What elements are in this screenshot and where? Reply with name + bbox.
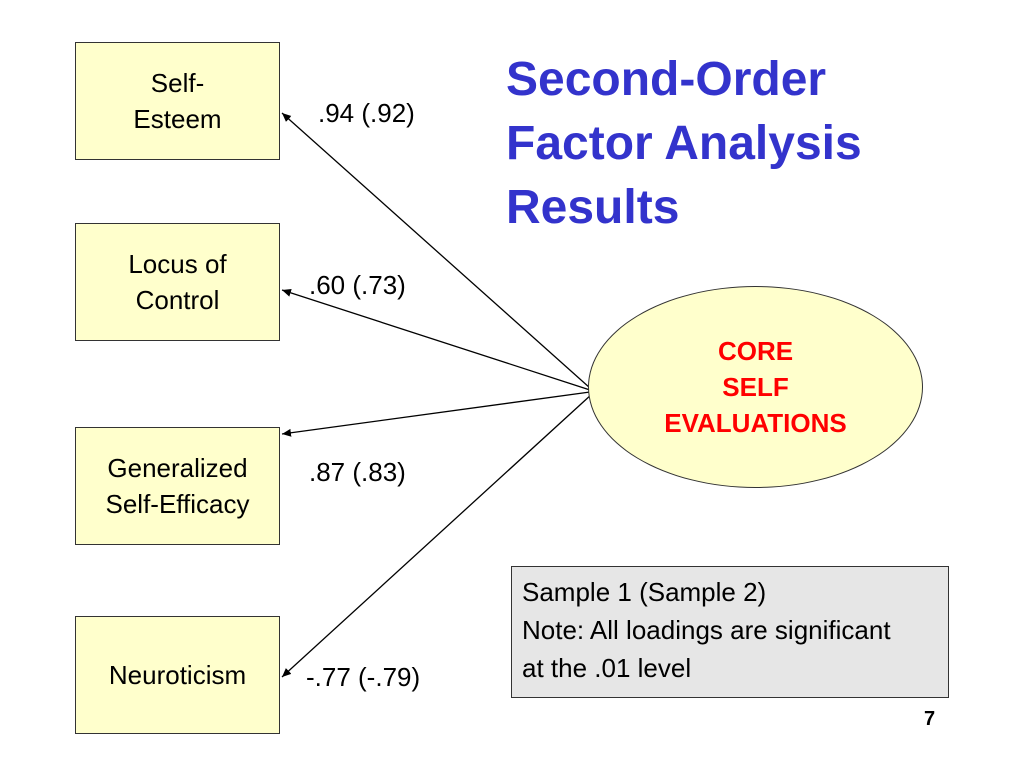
indicator-box-neuroticism: Neuroticism bbox=[75, 616, 280, 734]
factor-label-line-1: CORE bbox=[717, 336, 794, 366]
note-line-1: Sample 1 (Sample 2) bbox=[522, 577, 767, 607]
factor-ellipse-core-self-evaluations: CORE SELF EVALUATIONS bbox=[588, 286, 923, 488]
arrow-to-neuroticism bbox=[281, 393, 593, 678]
loading-locus-of-control: .60 (.73) bbox=[309, 270, 406, 300]
page-number: 7 bbox=[924, 708, 936, 730]
arrow-to-self-esteem bbox=[281, 112, 591, 389]
slide-title: Second-Order Factor Analysis Results bbox=[506, 48, 1006, 240]
note-box: Sample 1 (Sample 2) Note: All loadings a… bbox=[511, 566, 949, 698]
title-line-1: Second-Order bbox=[506, 53, 827, 106]
indicator-label: Locus of bbox=[128, 249, 227, 279]
factor-label-line-2: SELF bbox=[722, 372, 789, 402]
note-line-3: at the .01 level bbox=[522, 653, 692, 683]
factor-label-line-3: EVALUATIONS bbox=[664, 408, 847, 438]
loading-generalized-self-efficacy: .87 (.83) bbox=[309, 457, 406, 487]
indicator-box-self-esteem: Self- Esteem bbox=[75, 42, 280, 160]
note-line-2: Note: All loadings are significant bbox=[522, 615, 891, 645]
indicator-label: Generalized bbox=[107, 453, 248, 483]
indicator-label: Esteem bbox=[133, 104, 222, 134]
indicator-box-locus-of-control: Locus of Control bbox=[75, 223, 280, 341]
title-line-3: Results bbox=[506, 181, 680, 234]
loading-self-esteem: .94 (.92) bbox=[318, 98, 415, 128]
indicator-label: Self- bbox=[150, 68, 205, 98]
indicator-label: Control bbox=[135, 285, 220, 315]
arrow-to-generalized-self-efficacy bbox=[281, 391, 591, 437]
indicator-box-generalized-self-efficacy: Generalized Self-Efficacy bbox=[75, 427, 280, 545]
indicator-label: Neuroticism bbox=[108, 660, 247, 690]
title-line-2: Factor Analysis bbox=[506, 117, 862, 170]
loading-neuroticism: -.77 (-.79) bbox=[306, 662, 421, 692]
indicator-label: Self-Efficacy bbox=[105, 489, 250, 519]
arrow-to-locus-of-control bbox=[281, 288, 591, 391]
